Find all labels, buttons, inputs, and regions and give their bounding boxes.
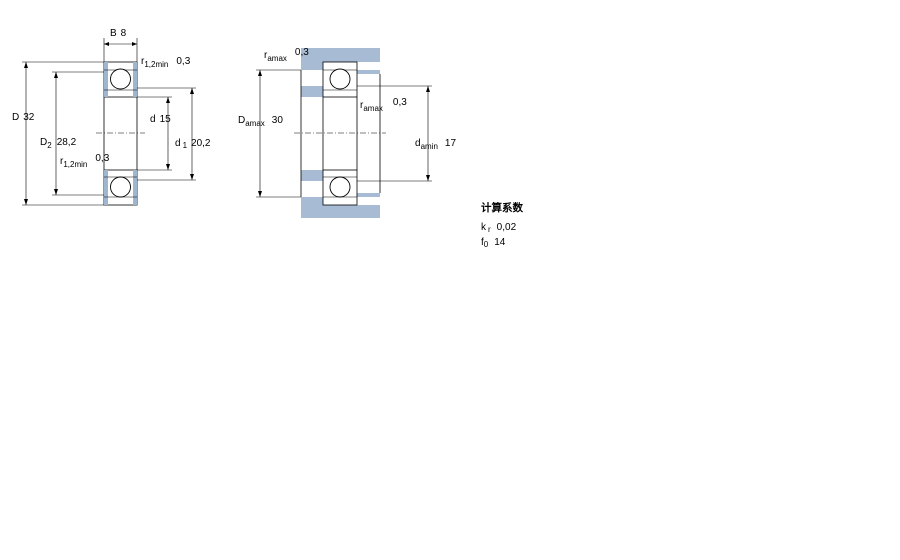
upper-ball [110, 68, 131, 90]
shaft-shoulder-top [301, 86, 323, 97]
calc-title: 计算系数 [481, 201, 523, 214]
mounted-upper-ball [329, 68, 351, 90]
lower-ball [110, 176, 131, 198]
label-r12-bot: r1,2min0,3 [60, 153, 110, 169]
upper-shield-left [104, 62, 108, 97]
lower-shield-right [133, 170, 137, 205]
upper-shield-right [133, 62, 137, 97]
label-ra-top: ramax0,3 [264, 47, 309, 63]
housing-bottom [301, 197, 380, 218]
housing-lip-bottom [357, 193, 380, 197]
shaft-shoulder-bottom [301, 170, 323, 181]
lower-shield-left [104, 170, 108, 205]
housing-top [301, 48, 380, 70]
label-ra-mid: ramax0,3 [360, 97, 407, 113]
housing-lip-top [357, 70, 380, 74]
mounted-lower-ball [329, 176, 351, 198]
